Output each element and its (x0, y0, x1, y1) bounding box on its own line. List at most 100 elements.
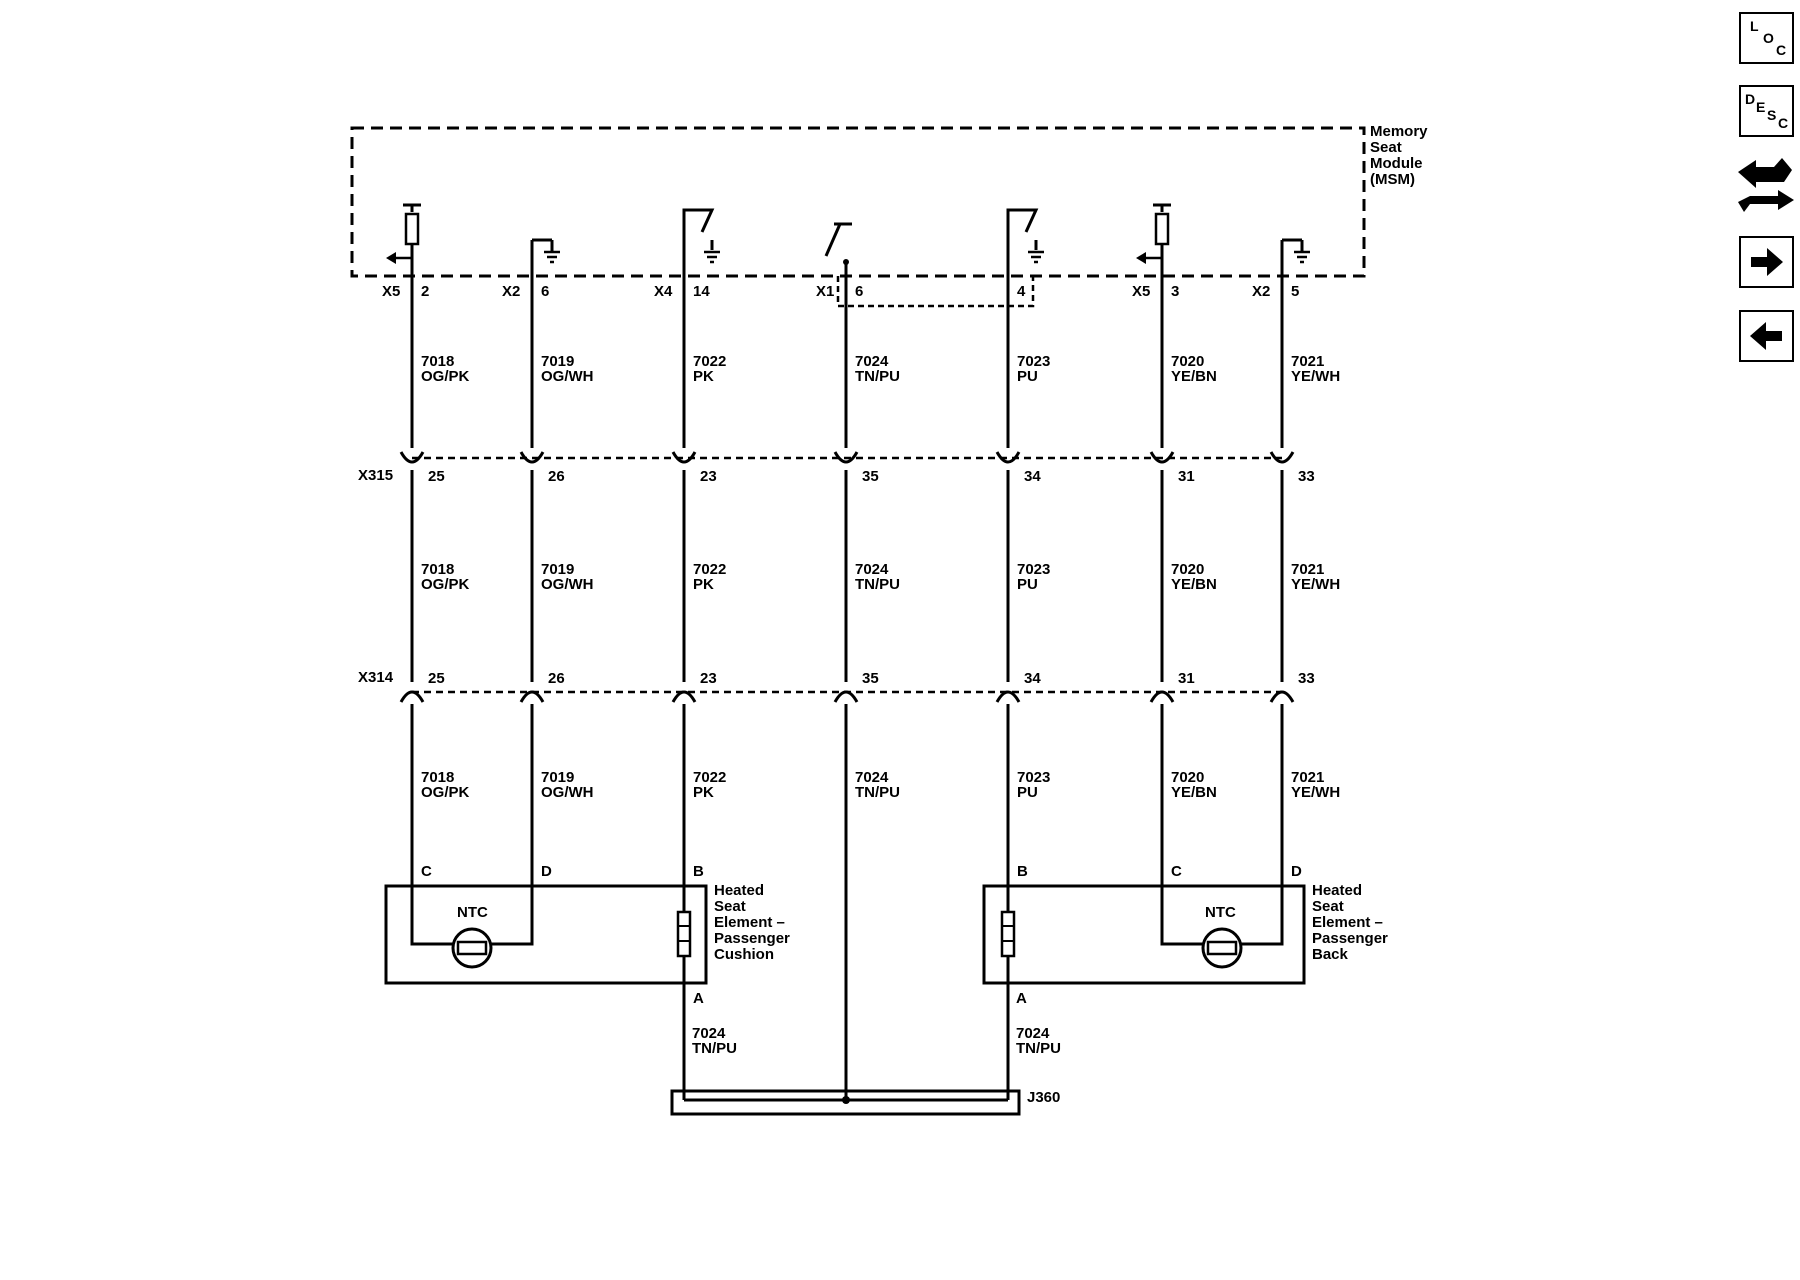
msm-label-line: Memory (1370, 123, 1428, 140)
msm-boundary (350, 126, 1366, 278)
wire-circuit-number: 7024 (855, 769, 889, 786)
msm-connector-label: X5 (1132, 283, 1150, 300)
terminal-icon (995, 451, 1021, 464)
j360-label: J360 (1027, 1089, 1060, 1106)
arrow-right-icon (1751, 248, 1783, 276)
x315-pin-label: 25 (428, 468, 445, 485)
terminal-icon (399, 451, 425, 464)
cushion-ground-pin: A (693, 990, 704, 1007)
cushion-name-line: Passenger (714, 930, 790, 947)
heater-grid-icon (1000, 910, 1016, 958)
wire-circuit-number: 7020 (1171, 769, 1204, 786)
wire-color-code: YE/WH (1291, 576, 1340, 593)
wire-circuit-number: 7024 (855, 353, 889, 370)
msm-label-line: (MSM) (1370, 171, 1415, 188)
x315-pin-label: 26 (548, 468, 565, 485)
desc-button[interactable]: D E S C (1739, 85, 1794, 137)
wire-color-code: YE/BN (1171, 784, 1217, 801)
terminal-icon (519, 690, 545, 703)
loc-button[interactable]: L O C (1739, 12, 1794, 64)
x315-pin-label: 31 (1178, 468, 1195, 485)
desc-letter: S (1767, 107, 1777, 123)
heater-grid-icon (676, 910, 692, 958)
wire-circuit-number: 7022 (693, 769, 726, 786)
x315-pin-label: 33 (1298, 468, 1315, 485)
back-name-line: Passenger (1312, 930, 1388, 947)
x315-pin-label: 23 (700, 468, 717, 485)
wire-circuit-number: 7019 (541, 353, 574, 370)
relay-switch-icon (682, 208, 715, 233)
terminal-icon (995, 690, 1021, 703)
x314-pin-label: 25 (428, 670, 445, 687)
msm-connector-label: X2 (502, 283, 520, 300)
wire-circuit-number: 7018 (421, 769, 454, 786)
msm-connector-label: X1 (816, 283, 834, 300)
cushion-ntc-label: NTC (457, 904, 488, 921)
switch-icon (824, 223, 842, 257)
wire-color-code: TN/PU (855, 576, 900, 593)
msm-pin-label: 4 (1017, 283, 1026, 300)
cushion-name-line: Heated (714, 882, 764, 899)
x314-pin-label: 26 (548, 670, 565, 687)
element-pin-label: C (421, 863, 432, 880)
terminal-icon (1149, 451, 1175, 464)
msm-label: Memory Seat Module (MSM) (1370, 123, 1428, 188)
desc-letter: C (1778, 115, 1789, 131)
wire-circuit-number: 7020 (1171, 353, 1204, 370)
terminal-icon (519, 451, 545, 464)
terminal-icon (671, 451, 697, 464)
back-name-line: Heated (1312, 882, 1362, 899)
wire-color-code: OG/PK (421, 368, 470, 385)
wire-circuit-number: 7022 (693, 561, 726, 578)
ntc-resistor-icon (456, 940, 488, 956)
ground-wire-color: TN/PU (1016, 1040, 1061, 1057)
wire-color-code: PU (1017, 368, 1038, 385)
x314-pin-label: 31 (1178, 670, 1195, 687)
x315-pin-label: 35 (862, 468, 879, 485)
heated-seat-cushion: NTC Heated Seat Element – Passenger Cush… (384, 882, 790, 1007)
terminal-icon (1269, 690, 1295, 703)
wire-color-code: OG/WH (541, 784, 594, 801)
wire-color-code: PK (693, 784, 714, 801)
ground-wire-circuit: 7024 (1016, 1025, 1050, 1042)
msm-pin-label: 6 (541, 283, 549, 300)
signal-arrow-icon (386, 252, 396, 264)
cushion-element-box (384, 884, 708, 985)
desc-letter: D (1745, 91, 1756, 107)
wire-circuit-number: 7021 (1291, 769, 1324, 786)
msm-label-line: Module (1370, 155, 1423, 172)
x315-pin-label: 34 (1024, 468, 1041, 485)
prev-button[interactable] (1739, 310, 1794, 362)
wire-circuit-number: 7019 (541, 561, 574, 578)
next-button[interactable] (1739, 236, 1794, 288)
desc-letter: E (1756, 99, 1766, 115)
terminal-icon (833, 451, 859, 464)
wire-color-code: PK (693, 576, 714, 593)
wire-color-code: OG/PK (421, 576, 470, 593)
x314-pin-label: 34 (1024, 670, 1041, 687)
wire-color-code: YE/BN (1171, 576, 1217, 593)
msm-connector-label: X2 (1252, 283, 1270, 300)
element-pin-label: B (1017, 863, 1028, 880)
msm-label-line: Seat (1370, 139, 1402, 156)
loc-letter: O (1763, 30, 1774, 46)
loc-letter: L (1750, 18, 1759, 34)
msm-pin-label: 3 (1171, 283, 1179, 300)
back-element-box (982, 884, 1306, 985)
msm-connector-label: X5 (382, 283, 400, 300)
terminal-icon (1149, 690, 1175, 703)
wire-circuit-number: 7023 (1017, 353, 1050, 370)
x315-connector-label: X315 (358, 467, 393, 484)
ground-wire-color: TN/PU (692, 1040, 737, 1057)
connector-icon[interactable] (1734, 152, 1796, 218)
wire-color-code: YE/BN (1171, 368, 1217, 385)
back-name-line: Seat (1312, 898, 1344, 915)
signal-arrow-icon (1136, 252, 1146, 264)
j360-splice-pack: J360 (670, 1089, 1060, 1116)
heated-seat-back: NTC Heated Seat Element – Passenger Back… (982, 882, 1388, 1007)
